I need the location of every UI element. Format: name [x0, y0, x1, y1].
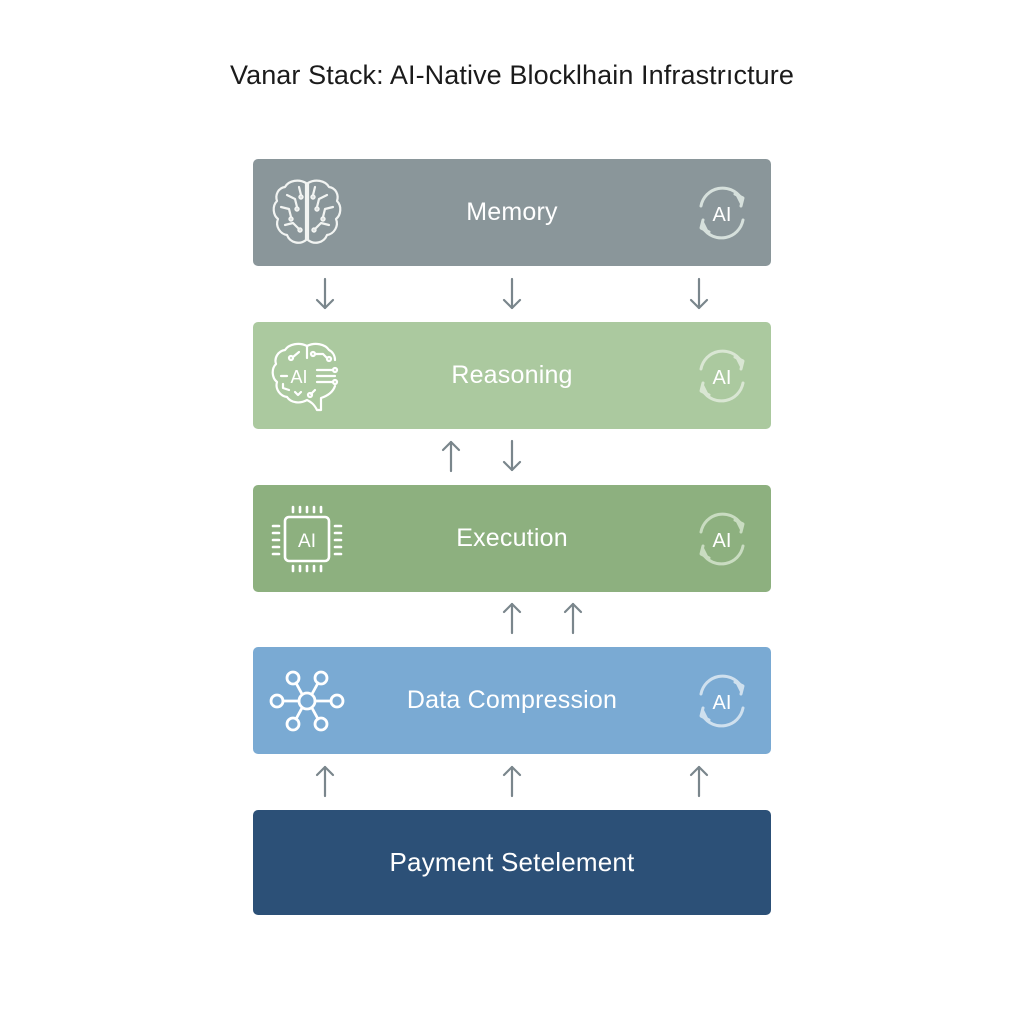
- arrow-up: [687, 763, 711, 799]
- ai-badge-text: AI: [713, 367, 732, 389]
- layer-label: Memory: [466, 198, 558, 226]
- arrow-up: [500, 763, 524, 799]
- ai-chip-text: AI: [298, 531, 316, 552]
- diagram-title: Vanar Stack: AI-Native Blocklhain Infras…: [229, 60, 795, 90]
- brain-circuit-icon: [267, 173, 347, 253]
- ai-badge-text: AI: [713, 530, 732, 552]
- ai-badge-text: AI: [713, 692, 732, 714]
- layer-label: Payment Setelement: [389, 847, 635, 877]
- arrow-down: [500, 276, 524, 312]
- arrow-up: [500, 600, 524, 636]
- layer-data-compression: Data Compression AI: [253, 647, 771, 754]
- layer-label: Execution: [456, 524, 568, 552]
- ai-brain-text: AI: [290, 367, 307, 387]
- layer-memory: Memory AI: [253, 159, 771, 266]
- ai-cycle-icon: AI: [689, 668, 755, 734]
- network-hub-icon: [267, 661, 347, 741]
- arrow-down: [313, 276, 337, 312]
- ai-badge-text: AI: [713, 204, 732, 226]
- layer-payment-settlement: Payment Setelement: [253, 810, 771, 915]
- arrow-up: [561, 600, 585, 636]
- arrow-down: [687, 276, 711, 312]
- ai-cycle-icon: AI: [689, 506, 755, 572]
- layer-label: Data Compression: [406, 686, 618, 714]
- layer-reasoning: AI Reasoning AI: [253, 322, 771, 429]
- arrow-down: [500, 438, 524, 474]
- ai-chip-icon: AI: [267, 499, 347, 579]
- ai-brain-icon: AI: [267, 336, 347, 416]
- arrow-up: [439, 438, 463, 474]
- layer-label: Reasoning: [451, 361, 573, 389]
- ai-cycle-icon: AI: [689, 180, 755, 246]
- layer-execution: AI Execution AI: [253, 485, 771, 592]
- ai-cycle-icon: AI: [689, 343, 755, 409]
- arrow-up: [313, 763, 337, 799]
